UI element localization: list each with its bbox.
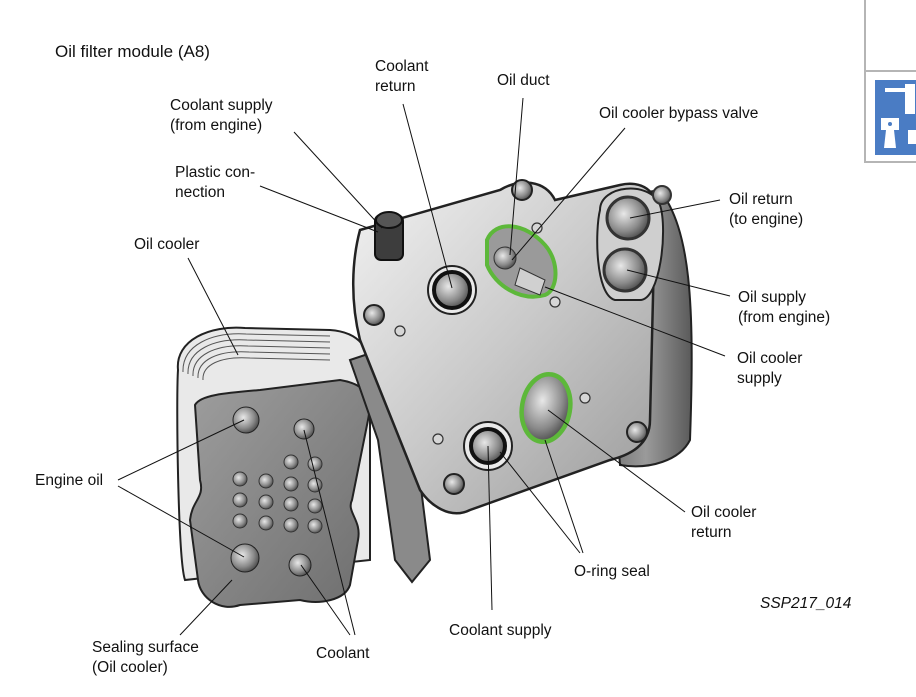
engine-oil-port-bottom bbox=[230, 543, 260, 573]
label-line: Coolant bbox=[375, 58, 429, 75]
cooler-hole-grid bbox=[232, 454, 323, 534]
label-line: Sealing surface bbox=[92, 639, 199, 656]
label-engine-oil: Engine oil bbox=[35, 471, 103, 491]
label-oil-duct: Oil duct bbox=[497, 71, 550, 91]
oil-cooler-return-port bbox=[519, 372, 573, 444]
chapter-tab[interactable] bbox=[864, 0, 916, 163]
oil-port-block bbox=[596, 185, 672, 301]
label-coolant-supply: Coolant supply bbox=[449, 621, 552, 641]
label-line: Plastic con- bbox=[175, 164, 256, 181]
label-line: Oil cooler bypass valve bbox=[599, 105, 759, 122]
label-line: supply bbox=[737, 370, 782, 387]
oil-cooler-fin-lines bbox=[182, 333, 331, 381]
tab-divider bbox=[866, 70, 916, 72]
label-line: Engine oil bbox=[35, 472, 104, 489]
label-coolant: Coolant bbox=[316, 644, 369, 664]
page-title: Oil filter module (A8) bbox=[55, 42, 210, 61]
label-coolant-supply-from-engine: Coolant supply (from engine) bbox=[170, 96, 273, 136]
oil-duct-bypass-port bbox=[485, 224, 558, 299]
label-line: Oil supply bbox=[738, 289, 807, 306]
label-line: Oil cooler bbox=[691, 504, 757, 521]
label-coolant-return: Coolant return bbox=[375, 57, 428, 97]
small-bolt-holes bbox=[394, 222, 591, 445]
label-line: Oil cooler bbox=[134, 236, 200, 253]
oil-cooler bbox=[176, 326, 372, 608]
engine-piston-icon[interactable] bbox=[875, 80, 916, 155]
module-housing bbox=[351, 181, 658, 515]
plastic-connection bbox=[374, 211, 404, 261]
leader-lines bbox=[117, 97, 731, 636]
label-line: Oil return bbox=[729, 191, 793, 208]
label-oil-cooler-supply: Oil cooler supply bbox=[737, 349, 802, 389]
label-oil-cooler-return: Oil cooler return bbox=[691, 503, 756, 543]
label-line: nection bbox=[175, 184, 225, 201]
label-line: Coolant supply bbox=[449, 622, 552, 639]
label-plastic-connection: Plastic con- nection bbox=[175, 163, 255, 203]
figure-reference-code: SSP217_014 bbox=[760, 595, 852, 612]
label-line: Oil duct bbox=[497, 72, 550, 89]
label-o-ring-seal: O-ring seal bbox=[574, 562, 650, 582]
label-oil-cooler-bypass-valve: Oil cooler bypass valve bbox=[599, 104, 758, 124]
oil-supply-port bbox=[602, 247, 648, 293]
label-line: return bbox=[375, 78, 416, 95]
label-oil-supply-from-engine: Oil supply (from engine) bbox=[738, 288, 830, 328]
mounting-bosses bbox=[363, 179, 648, 495]
label-line: O-ring seal bbox=[574, 563, 650, 580]
label-oil-cooler: Oil cooler bbox=[134, 235, 199, 255]
coolant-port-bottom bbox=[288, 553, 312, 577]
label-line: Coolant supply bbox=[170, 97, 273, 114]
coolant-return-port bbox=[427, 265, 477, 315]
oil-return-port bbox=[605, 195, 651, 241]
label-line: (from engine) bbox=[170, 117, 263, 134]
label-line: (Oil cooler) bbox=[92, 659, 168, 676]
label-line: (from engine) bbox=[738, 309, 831, 326]
label-line: Oil cooler bbox=[737, 350, 803, 367]
coolant-port-top bbox=[293, 418, 315, 440]
sealing-surface-plate bbox=[188, 378, 371, 608]
label-oil-return-to-engine: Oil return (to engine) bbox=[729, 190, 803, 230]
engine-oil-port-top bbox=[232, 406, 260, 434]
label-line: Coolant bbox=[316, 645, 370, 662]
label-line: (to engine) bbox=[729, 211, 804, 228]
label-line: return bbox=[691, 524, 732, 541]
label-sealing-surface: Sealing surface (Oil cooler) bbox=[92, 638, 199, 678]
